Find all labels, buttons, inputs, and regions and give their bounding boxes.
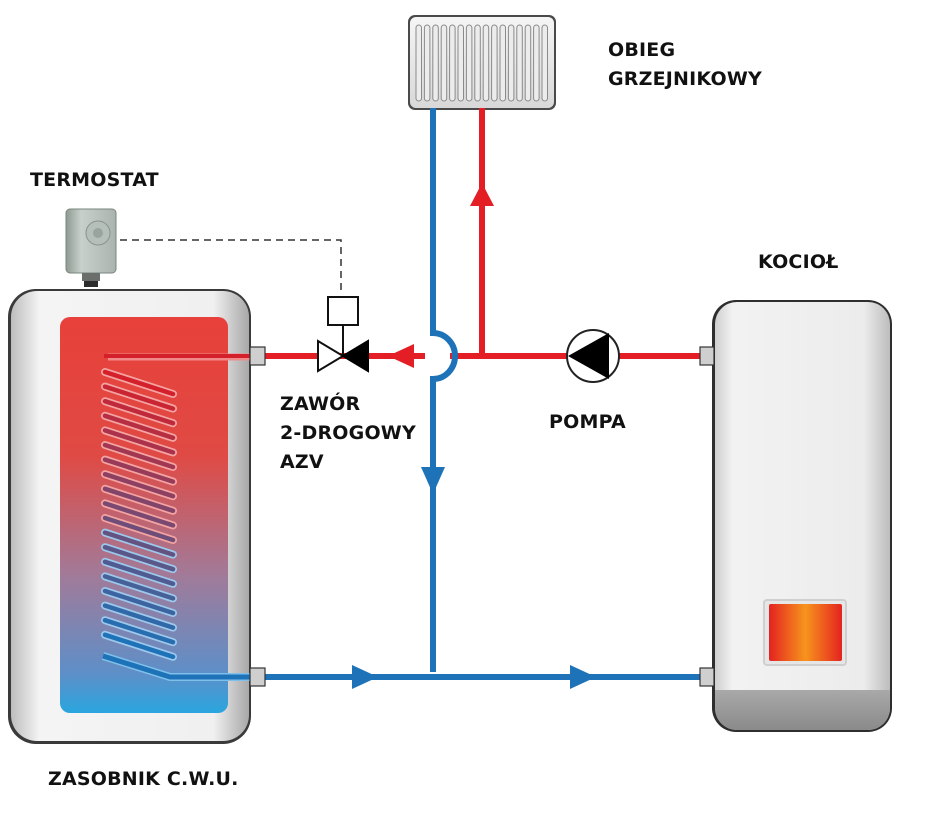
tank-connector-top — [249, 346, 266, 366]
coil-loop — [102, 413, 176, 441]
label-obieg-line1: OBIEG — [608, 39, 676, 61]
coil-loop — [102, 471, 176, 499]
radiator-fin — [440, 24, 448, 102]
coil-loop — [102, 530, 176, 557]
label-termostat-text: TERMOSTAT — [30, 169, 159, 191]
boiler-connector-bottom — [699, 667, 715, 687]
radiator-fin — [423, 24, 431, 102]
radiator-fin — [465, 24, 473, 102]
coil-loop — [102, 501, 176, 528]
radiator-return-pipe — [430, 108, 458, 672]
radiator-fin — [474, 24, 481, 102]
coil-loop — [102, 574, 176, 601]
label-zawor: ZAWÓR 2-DROGOWY AZV — [280, 390, 416, 477]
coil-loop — [102, 457, 176, 484]
radiator-fin — [415, 24, 422, 102]
flow-arrows — [352, 183, 596, 689]
label-pompa: POMPA — [549, 408, 626, 437]
label-kociol: KOCIOŁ — [758, 248, 839, 277]
tank-connector-bottom — [249, 667, 266, 687]
label-pompa-text: POMPA — [549, 411, 626, 433]
label-zawor-line1: ZAWÓR — [280, 393, 361, 415]
coil-loop — [102, 544, 176, 572]
heating-coil — [101, 368, 177, 661]
radiator-fin — [457, 24, 464, 102]
coil-loop — [102, 588, 176, 616]
coil-loop — [102, 428, 176, 455]
arrow-right-icon — [570, 665, 596, 689]
radiator-fin — [432, 24, 439, 102]
valve-icon — [317, 296, 369, 373]
radiator-fin — [449, 24, 456, 102]
label-zasobnik-text: ZASOBNIK C.W.U. — [48, 768, 239, 790]
radiator — [408, 15, 556, 110]
arrow-down-icon — [421, 467, 445, 494]
coil-loop — [102, 632, 176, 660]
label-obieg-grzejnikowy: OBIEG GRZEJNIKOWY — [608, 36, 762, 94]
label-zawor-line2: 2-DROGOWY — [280, 422, 416, 444]
coil-loop — [102, 384, 176, 411]
label-kociol-text: KOCIOŁ — [758, 251, 839, 273]
coil-loop — [102, 515, 176, 543]
coil-loop — [102, 442, 176, 470]
coil-loop — [102, 369, 176, 397]
thermostat-signal-line — [120, 239, 342, 293]
coil-loop — [102, 486, 176, 514]
radiator-fin — [516, 24, 523, 102]
radiator-fin — [541, 24, 548, 102]
burner-window — [769, 604, 842, 661]
radiator-fin — [491, 24, 498, 102]
boiler — [699, 300, 892, 732]
boiler-connector-top — [699, 346, 715, 366]
coil-loop — [102, 559, 176, 587]
coil-loop — [102, 603, 176, 630]
arrow-right-icon — [352, 665, 378, 689]
radiator-fins — [415, 24, 548, 102]
radiator-fin — [482, 24, 490, 102]
radiator-fin — [533, 24, 540, 102]
coil-loop — [102, 617, 176, 645]
label-termostat: TERMOSTAT — [30, 166, 159, 195]
radiator-fin — [507, 24, 515, 102]
label-obieg-line2: GRZEJNIKOWY — [608, 68, 762, 90]
radiator-fin — [524, 24, 532, 102]
thermostat-icon — [65, 208, 117, 287]
radiator-fin — [499, 24, 506, 102]
coil-loop — [102, 398, 176, 426]
arrow-up-icon — [470, 183, 494, 206]
label-zawor-line3: AZV — [280, 451, 324, 473]
arrow-left-icon — [388, 344, 414, 368]
hot-water-tank — [8, 289, 266, 744]
pump-icon — [566, 329, 620, 383]
label-zasobnik: ZASOBNIK C.W.U. — [48, 765, 239, 794]
